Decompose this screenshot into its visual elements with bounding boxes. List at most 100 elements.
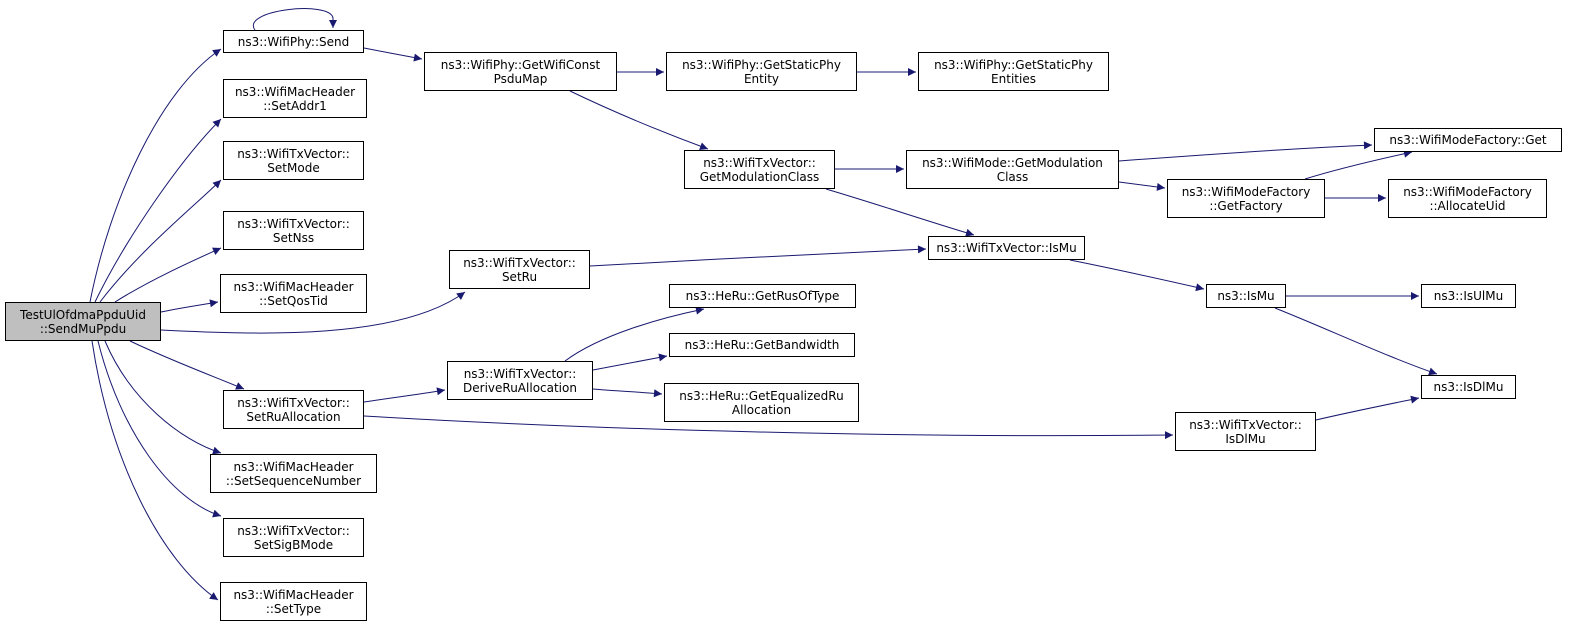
node-label-line-1: ns3::WifiTxVector:: <box>463 255 576 270</box>
node-label-line-1: ns3::HeRu::GetBandwidth <box>684 338 840 352</box>
node-txvector-getmodulationclass[interactable]: ns3::WifiTxVector:: GetModulationClass <box>684 150 835 189</box>
node-label-line-1: ns3::WifiTxVector:: <box>463 366 577 381</box>
node-label-line-2: SetNss <box>272 230 315 245</box>
node-getbandwidth[interactable]: ns3::HeRu::GetBandwidth <box>669 333 855 357</box>
edge-root-send <box>89 48 222 303</box>
node-label-line-1: ns3::WifiPhy::GetStaticPhy <box>682 57 841 72</box>
edge-isdlmu-isdlmu <box>1315 395 1420 421</box>
node-label-line-2: PsduMap <box>493 71 548 86</box>
node-label-line-2: Class <box>996 169 1029 184</box>
node-label-line-1: ns3::IsDlMu <box>1433 380 1504 394</box>
node-txvector-ismu[interactable]: ns3::WifiTxVector::IsMu <box>928 236 1085 260</box>
edge-root-setru <box>160 291 466 334</box>
node-label-line-2: SetSigBMode <box>253 537 334 552</box>
node-label-line-1: ns3::WifiTxVector:: <box>237 523 350 538</box>
node-label-line-1: ns3::WifiModeFactory <box>1403 184 1532 199</box>
node-label-line-1: ns3::WifiPhy::Send <box>237 34 350 49</box>
node-label-line-2: DeriveRuAllocation <box>463 380 577 395</box>
node-label-line-1: ns3::WifiModeFactory::Get <box>1389 133 1547 147</box>
node-setnss[interactable]: ns3::WifiTxVector:: SetNss <box>223 211 364 250</box>
edge-ismu-ismu <box>1069 259 1205 292</box>
edge-getwificonst-getmodclass <box>569 90 709 150</box>
node-label-line-1: ns3::IsMu <box>1217 289 1275 303</box>
node-getequalizedru[interactable]: ns3::HeRu::GetEqualizedRu Allocation <box>664 383 859 422</box>
node-txvector-isdlmu[interactable]: ns3::WifiTxVector:: IsDlMu <box>1175 412 1316 451</box>
node-label-line-1: TestUlOfdmaPpduUid <box>20 307 146 322</box>
node-label-line-1: ns3::HeRu::GetRusOfType <box>685 289 840 303</box>
node-label-line-2: IsDlMu <box>1225 431 1266 446</box>
node-ismu[interactable]: ns3::IsMu <box>1206 284 1286 308</box>
edge-root-settype <box>91 340 219 601</box>
node-label-line-1: ns3::WifiTxVector:: <box>703 155 816 170</box>
node-label-line-2: SetMode <box>267 160 320 175</box>
edge-setru-ismu <box>589 245 927 267</box>
node-getstaticphyentities[interactable]: ns3::WifiPhy::GetStaticPhy Entities <box>918 52 1109 91</box>
node-wifiphy-send[interactable]: ns3::WifiPhy::Send <box>223 30 364 53</box>
node-setru[interactable]: ns3::WifiTxVector:: SetRu <box>449 250 590 289</box>
edge-root-setaddr1 <box>94 118 222 303</box>
node-label-line-1: ns3::WifiMacHeader <box>234 84 356 99</box>
node-label-line-2: ::GetFactory <box>1209 198 1283 213</box>
node-label-line-1: ns3::WifiTxVector:: <box>237 146 350 161</box>
edge-derive-getrusoftype <box>564 306 705 362</box>
node-getwificonstpsdumap[interactable]: ns3::WifiPhy::GetWifiConst PsduMap <box>424 52 617 91</box>
edge-send-getwificonst <box>363 47 423 62</box>
node-label-line-2: ::SetAddr1 <box>263 98 327 113</box>
node-label-line-1: ns3::HeRu::GetEqualizedRu <box>679 388 844 403</box>
node-label-line-2: ::SendMuPpdu <box>39 321 127 336</box>
node-getrusoftype[interactable]: ns3::HeRu::GetRusOfType <box>669 284 856 308</box>
node-label-line-1: ns3::WifiModeFactory <box>1181 184 1311 199</box>
edge-root-setqostid <box>160 299 219 313</box>
node-wifimode-getmodulationclass[interactable]: ns3::WifiMode::GetModulation Class <box>906 150 1119 189</box>
edge-root-setsequencenumber <box>104 340 222 455</box>
node-label-line-2: ::SetQosTid <box>259 293 328 308</box>
edge-wifimode-get <box>1118 141 1373 162</box>
node-setmode[interactable]: ns3::WifiTxVector:: SetMode <box>223 141 364 180</box>
node-isulmu[interactable]: ns3::IsUlMu <box>1421 284 1516 308</box>
edge-derive-getequalizedru <box>592 388 663 398</box>
node-setaddr1[interactable]: ns3::WifiMacHeader ::SetAddr1 <box>223 79 367 118</box>
node-label-line-2: ::SetSequenceNumber <box>225 473 362 488</box>
node-getfactory[interactable]: ns3::WifiModeFactory ::GetFactory <box>1167 179 1325 218</box>
edge-getfactory-get <box>1304 149 1413 180</box>
node-label-line-1: ns3::WifiTxVector:: <box>1189 417 1302 432</box>
node-label-line-1: ns3::WifiTxVector::IsMu <box>936 241 1077 255</box>
edge-getmodclass-ismu <box>825 188 975 237</box>
edge-ismu-isdlmu <box>1274 307 1438 376</box>
node-root-sendmuppdu: TestUlOfdmaPpduUid ::SendMuPpdu <box>5 302 161 341</box>
node-label-line-1: ns3::WifiTxVector:: <box>237 216 350 231</box>
edge-send-self <box>252 8 337 31</box>
node-label-line-1: ns3::WifiPhy::GetStaticPhy <box>934 57 1093 72</box>
node-deriveruallocation[interactable]: ns3::WifiTxVector:: DeriveRuAllocation <box>447 361 593 400</box>
node-setsigbmode[interactable]: ns3::WifiTxVector:: SetSigBMode <box>223 518 364 557</box>
edge-derive-getbandwidth <box>592 353 668 371</box>
node-label-line-1: ns3::WifiMacHeader <box>233 587 354 602</box>
node-label-line-1: ns3::WifiPhy::GetWifiConst <box>440 57 601 72</box>
edge-root-setnss <box>114 247 222 303</box>
node-getstaticphyentity[interactable]: ns3::WifiPhy::GetStaticPhy Entity <box>666 52 857 91</box>
node-wifimodefactory-get[interactable]: ns3::WifiModeFactory::Get <box>1374 128 1562 152</box>
node-label-line-2: SetRuAllocation <box>246 409 341 424</box>
node-label-line-1: ns3::WifiMacHeader <box>233 279 354 294</box>
node-label-line-1: ns3::WifiMacHeader <box>233 459 354 474</box>
node-settype[interactable]: ns3::WifiMacHeader ::SetType <box>220 582 367 621</box>
node-setqostid[interactable]: ns3::WifiMacHeader ::SetQosTid <box>220 274 367 313</box>
node-label-line-2: SetRu <box>501 269 538 284</box>
node-label-line-1: ns3::WifiMode::GetModulation <box>922 155 1103 170</box>
node-label-line-2: Entities <box>991 71 1036 86</box>
node-label-line-2: ::AllocateUid <box>1429 198 1506 213</box>
node-label-line-2: ::SetType <box>265 601 322 616</box>
edge-root-setsigbmode <box>97 340 222 518</box>
node-setruallocation[interactable]: ns3::WifiTxVector:: SetRuAllocation <box>223 390 364 429</box>
node-setsequencenumber[interactable]: ns3::WifiMacHeader ::SetSequenceNumber <box>210 454 377 493</box>
node-isdlmu[interactable]: ns3::IsDlMu <box>1421 375 1516 399</box>
edge-wifimode-getfactory <box>1118 181 1166 191</box>
node-label-line-1: ns3::WifiTxVector:: <box>237 395 350 410</box>
edge-root-setruallocation <box>129 340 245 390</box>
edge-setruallocation-isdlmu <box>363 415 1174 440</box>
node-allocateuid[interactable]: ns3::WifiModeFactory ::AllocateUid <box>1388 179 1547 218</box>
node-label-line-1: ns3::IsUlMu <box>1433 289 1504 303</box>
edge-setruallocation-derive <box>363 387 446 403</box>
node-label-line-2: Allocation <box>731 402 792 417</box>
